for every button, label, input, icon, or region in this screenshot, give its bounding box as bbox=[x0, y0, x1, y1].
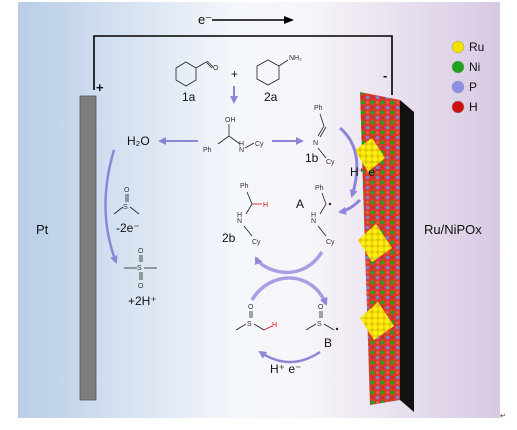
ru-nipox-electrode bbox=[355, 92, 414, 412]
atom-cy: Cy bbox=[255, 141, 264, 148]
compound-1b-label: 1b bbox=[305, 151, 319, 165]
legend-h-label: H bbox=[469, 100, 478, 114]
compound-1a-label: 1a bbox=[182, 90, 196, 104]
pt-electrode bbox=[79, 95, 97, 401]
legend-p-label: P bbox=[469, 80, 477, 94]
atom-o: O bbox=[248, 304, 254, 311]
atom-n: N bbox=[313, 140, 318, 147]
legend-ru-swatch bbox=[451, 40, 465, 54]
cathode-sign: - bbox=[383, 68, 387, 83]
atom-h: H bbox=[239, 141, 244, 148]
legend-ru-label: Ru bbox=[469, 40, 484, 54]
legend: Ru Ni P H bbox=[451, 40, 484, 114]
legend-h-swatch bbox=[451, 100, 465, 114]
dmso-structure: O S bbox=[113, 187, 140, 215]
intermediate-b-structure: O S bbox=[305, 304, 339, 331]
atom-n: N bbox=[239, 147, 244, 154]
atom-n: N bbox=[237, 218, 242, 225]
arrow-to-intermediate-a bbox=[338, 198, 362, 215]
atom-ph: Ph bbox=[240, 183, 249, 190]
compound-2a-structure: NH₂ bbox=[256, 55, 302, 86]
anode-sign: + bbox=[96, 80, 104, 95]
atom-o: O bbox=[318, 304, 324, 311]
arrow-h-transfer-down bbox=[250, 276, 328, 306]
water-label: H₂O bbox=[127, 134, 150, 148]
arrow-imine-reduction bbox=[339, 126, 359, 198]
atom-s: S bbox=[137, 265, 142, 272]
compound-2b-structure: Ph H N H Cy bbox=[237, 183, 268, 246]
dmso2-structure: O S O bbox=[124, 248, 157, 290]
atom-o: O bbox=[213, 65, 219, 72]
atom-h-red: H bbox=[272, 322, 277, 329]
atom-h: H bbox=[237, 212, 242, 219]
atom-cy: Cy bbox=[252, 239, 261, 246]
compound-2b-label: 2b bbox=[222, 231, 236, 245]
background-panel bbox=[18, 2, 500, 418]
atom-n: N bbox=[311, 218, 316, 225]
atom-s: S bbox=[317, 321, 322, 328]
atom-cy: Cy bbox=[326, 239, 335, 246]
atom-h-red: H bbox=[263, 202, 268, 209]
atom-nh2: NH₂ bbox=[289, 55, 302, 62]
compound-2a-label: 2a bbox=[264, 90, 278, 104]
minus-2e-label: -2e⁻ bbox=[116, 221, 140, 235]
cathode-label: Ru/NiPOx bbox=[424, 222, 482, 237]
intermediate-a-structure: Ph N H Cy bbox=[311, 185, 335, 246]
circuit-wire bbox=[93, 35, 393, 95]
dmso-h-structure: O S H bbox=[235, 304, 277, 331]
arrow-anode-oxidation bbox=[104, 149, 118, 264]
anode-label: Pt bbox=[36, 222, 49, 237]
compound-1b-structure: Ph N Cy bbox=[313, 105, 335, 166]
corner-mark: ↵ bbox=[500, 413, 506, 420]
ru-cluster bbox=[360, 302, 394, 340]
ru-cluster bbox=[358, 224, 392, 262]
atom-ph: Ph bbox=[314, 105, 323, 112]
arrow-h-transfer-up bbox=[254, 251, 324, 275]
intermediate-a-label: A bbox=[296, 197, 304, 211]
atom-s: S bbox=[123, 204, 128, 211]
compound-1a-structure: O bbox=[175, 60, 219, 87]
atom-ph: Ph bbox=[203, 147, 212, 154]
intermediate-b-label: B bbox=[324, 336, 332, 350]
plus-sign: + bbox=[231, 67, 238, 81]
electron-flow-label: e⁻ bbox=[198, 12, 212, 27]
plus-2h-label: +2H⁺ bbox=[128, 294, 157, 308]
atom-cy: Cy bbox=[326, 159, 335, 166]
atom-o: O bbox=[124, 187, 130, 194]
ru-cluster bbox=[355, 138, 385, 172]
atom-h: H bbox=[311, 212, 316, 219]
hemiaminal-structure: OH Ph N H Cy bbox=[203, 117, 264, 154]
atom-s: S bbox=[247, 321, 252, 328]
legend-p-swatch bbox=[451, 80, 465, 94]
h-plus-e-lower: H⁺ e⁻ bbox=[270, 362, 301, 376]
atom-oh: OH bbox=[225, 117, 236, 124]
arrow-b-regeneration bbox=[258, 350, 321, 364]
atom-ph: Ph bbox=[315, 185, 324, 192]
atom-o: O bbox=[138, 248, 144, 255]
legend-ni-swatch bbox=[451, 60, 465, 74]
h-plus-e-upper: H⁺ e⁻ bbox=[350, 165, 381, 179]
legend-ni-label: Ni bbox=[469, 60, 480, 74]
atom-o: O bbox=[138, 283, 144, 290]
